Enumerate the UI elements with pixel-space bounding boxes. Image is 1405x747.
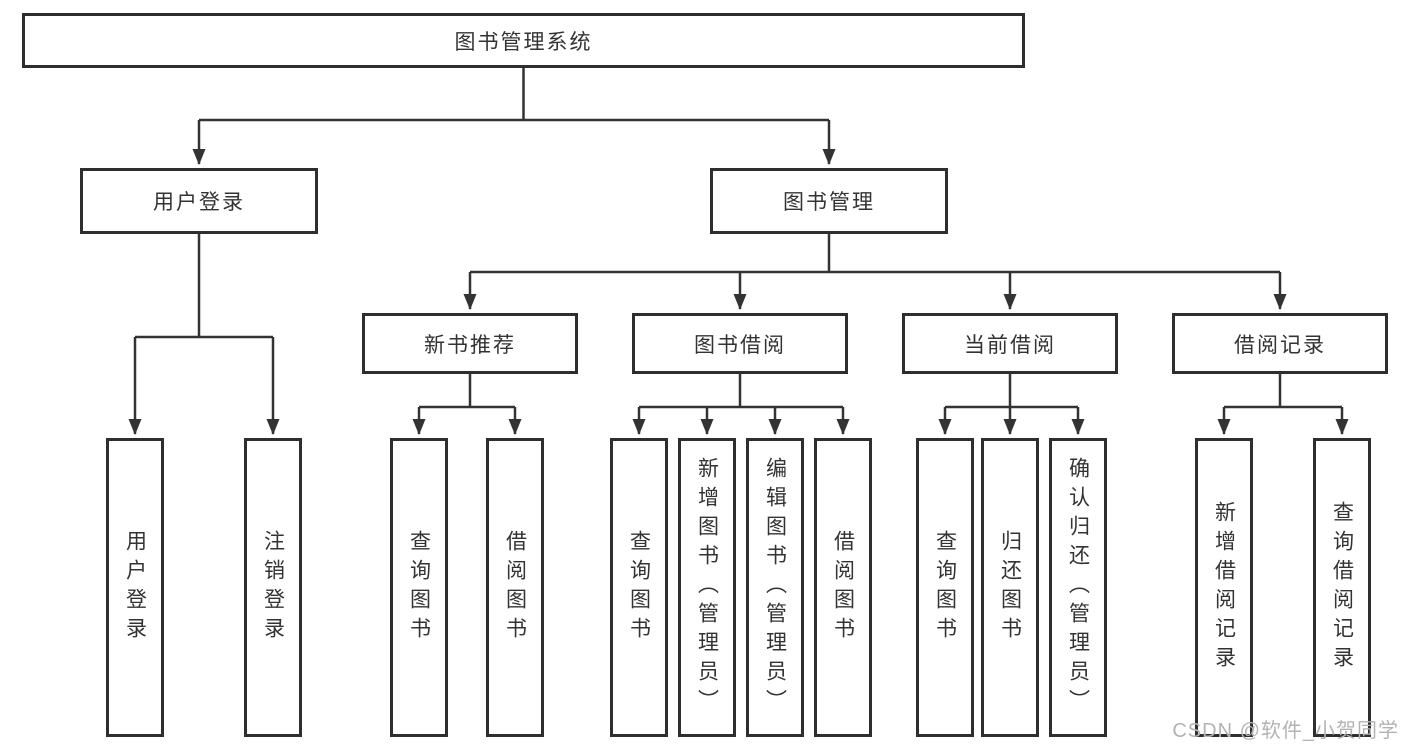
node-current-borrowing-label: 当前借阅	[964, 333, 1056, 357]
leaf-recommend-borrow-books-label: 借阅图书	[503, 529, 527, 646]
node-borrowing-records: 借阅记录	[1172, 313, 1388, 374]
leaf-return-book: 归还图书	[981, 438, 1039, 737]
leaf-return-book-label: 归还图书	[998, 529, 1022, 646]
leaf-borrowing-query-books: 查询图书	[610, 438, 668, 737]
node-current-borrowing: 当前借阅	[902, 313, 1118, 374]
leaf-add-book-admin: 新增图书（管理员）	[678, 438, 736, 737]
leaf-borrowing-borrow-books-label: 借阅图书	[831, 529, 855, 646]
node-library-system-label: 图书管理系统	[454, 30, 593, 54]
node-book-borrowing: 图书借阅	[632, 313, 848, 374]
leaf-borrowing-query-books-label: 查询图书	[627, 529, 651, 646]
leaf-logout: 注销登录	[244, 438, 302, 737]
csdn-watermark: CSDN @软件_小贺同学	[1172, 720, 1399, 742]
leaf-recommend-query-books-label: 查询图书	[407, 529, 431, 646]
leaf-add-book-admin-label: 新增图书（管理员）	[695, 457, 719, 718]
node-borrowing-records-label: 借阅记录	[1234, 333, 1326, 357]
leaf-confirm-return-admin-label: 确认归还（管理员）	[1066, 457, 1090, 718]
leaf-query-borrow-record-label: 查询借阅记录	[1330, 500, 1354, 675]
node-book-management: 图书管理	[710, 168, 948, 234]
leaf-edit-book-admin: 编辑图书（管理员）	[746, 438, 804, 737]
leaf-edit-book-admin-label: 编辑图书（管理员）	[763, 457, 787, 718]
leaf-recommend-query-books: 查询图书	[390, 438, 448, 737]
node-user-login: 用户登录	[80, 168, 318, 234]
leaf-confirm-return-admin: 确认归还（管理员）	[1049, 438, 1107, 737]
leaf-add-borrow-record: 新增借阅记录	[1195, 438, 1253, 737]
leaf-add-borrow-record-label: 新增借阅记录	[1212, 500, 1236, 675]
leaf-current-query-books-label: 查询图书	[933, 529, 957, 646]
leaf-user-login-label: 用户登录	[123, 529, 147, 646]
node-book-borrowing-label: 图书借阅	[694, 333, 786, 357]
leaf-current-query-books: 查询图书	[916, 438, 974, 737]
leaf-recommend-borrow-books: 借阅图书	[486, 438, 544, 737]
node-new-book-recommend: 新书推荐	[362, 313, 578, 374]
node-book-management-label: 图书管理	[783, 191, 875, 214]
node-new-book-recommend-label: 新书推荐	[424, 333, 516, 357]
node-library-system: 图书管理系统	[22, 13, 1025, 68]
node-user-login-label: 用户登录	[153, 191, 245, 214]
leaf-logout-label: 注销登录	[261, 529, 285, 646]
leaf-borrowing-borrow-books: 借阅图书	[814, 438, 872, 737]
leaf-user-login: 用户登录	[106, 438, 164, 737]
leaf-query-borrow-record: 查询借阅记录	[1313, 438, 1371, 737]
